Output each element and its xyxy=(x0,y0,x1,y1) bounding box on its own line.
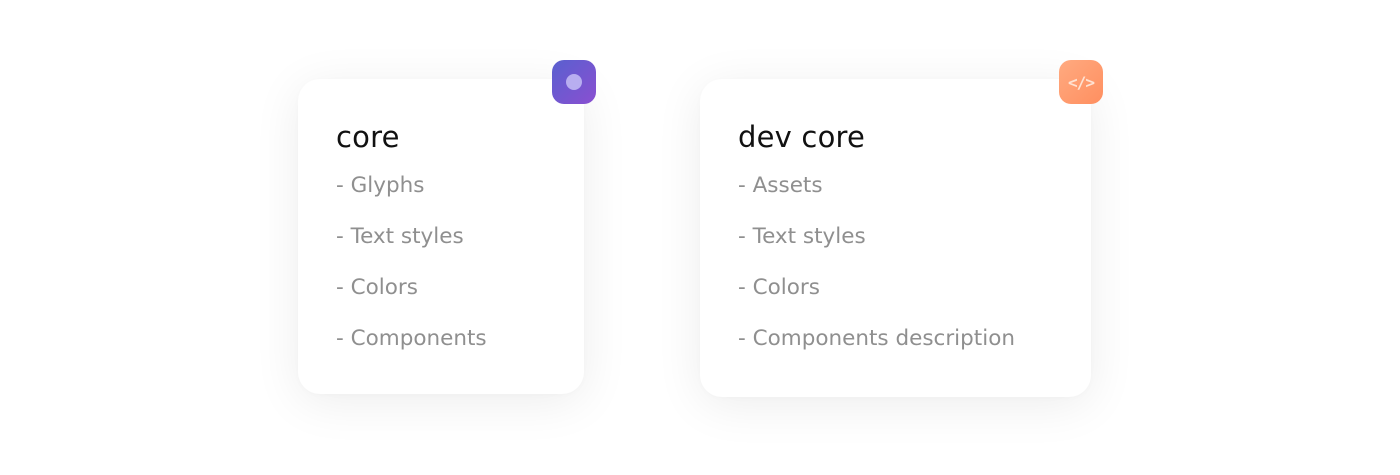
dev-core-card: dev core - Assets - Text styles - Colors… xyxy=(700,79,1091,397)
card-title: core xyxy=(336,120,400,154)
list-item: - Text styles xyxy=(738,224,866,249)
list-item: - Assets xyxy=(738,173,823,198)
dot-shape xyxy=(566,74,582,90)
card-item-list: - Assets - Text styles - Colors - Compon… xyxy=(738,173,1091,352)
card-item-list: - Glyphs - Text styles - Colors - Compon… xyxy=(336,173,584,352)
list-item: - Colors xyxy=(336,275,418,300)
list-item: - Colors xyxy=(738,275,820,300)
code-glyph: </> xyxy=(1068,72,1095,92)
core-card: core - Glyphs - Text styles - Colors - C… xyxy=(298,79,584,394)
card-title: dev core xyxy=(738,120,866,154)
list-item: - Components description xyxy=(738,326,1015,351)
code-icon: </> xyxy=(1059,60,1103,104)
circle-dot-icon xyxy=(552,60,596,104)
list-item: - Components xyxy=(336,326,487,351)
list-item: - Glyphs xyxy=(336,173,425,198)
list-item: - Text styles xyxy=(336,224,464,249)
